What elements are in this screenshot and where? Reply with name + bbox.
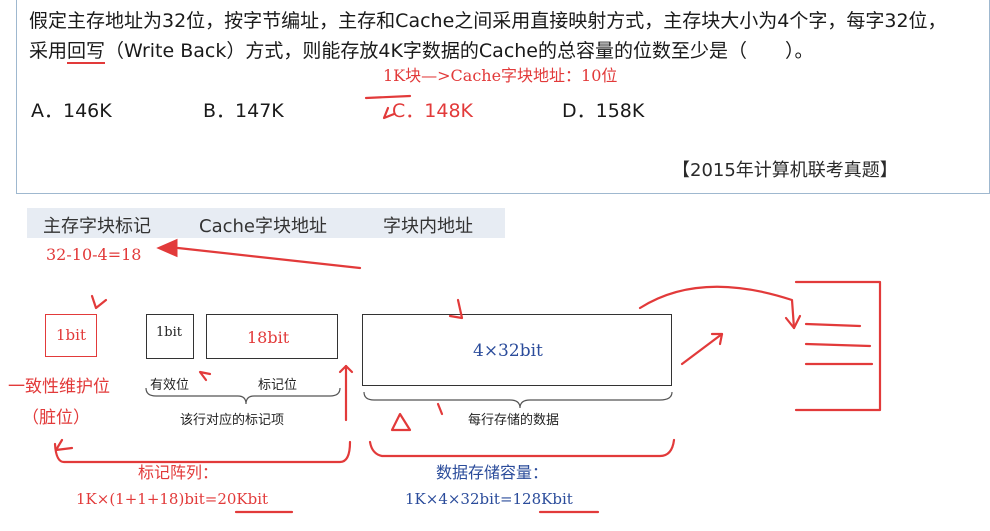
valid-bit-label: 有效位 bbox=[150, 378, 190, 393]
curve-to-array bbox=[638, 285, 796, 330]
separator-arrow bbox=[338, 364, 354, 374]
data-box-check bbox=[448, 298, 464, 320]
valid-bit-value: 1bit bbox=[156, 325, 182, 340]
data-capacity-brace bbox=[368, 438, 676, 458]
option-d[interactable]: D．158K bbox=[562, 100, 645, 122]
data-arrowhead bbox=[710, 332, 724, 346]
data-capacity-formula: 1K×4×32bit=128Kbit bbox=[405, 490, 573, 508]
hint-annotation: 1K块—>Cache字块地址：10位 bbox=[383, 66, 618, 85]
arrow-head bbox=[156, 238, 178, 258]
dirty-triangle-mark bbox=[54, 438, 74, 452]
question-line2-prefix: 采用 bbox=[29, 40, 68, 62]
question-text-line2: 采用回写（Write Back）方式，则能存放4K字数据的Cache的总容量的位… bbox=[29, 36, 814, 64]
dirty-bit-check bbox=[90, 294, 108, 310]
data-to-array-arrow bbox=[680, 332, 724, 366]
question-text-line1: 假定主存地址为32位，按字节编址，主存和Cache之间采用直接映射方式，主存块大… bbox=[29, 10, 947, 32]
data-row-label: 每行存储的数据 bbox=[468, 413, 560, 428]
curve-arrowhead bbox=[784, 314, 802, 330]
dirty-bit-value: 1bit bbox=[56, 326, 86, 344]
question-card: 假定主存地址为32位，按字节编址，主存和Cache之间采用直接映射方式，主存块大… bbox=[16, 0, 990, 194]
field-offset-in-block: 字块内地址 bbox=[383, 216, 473, 237]
tag-bits-box: 18bit bbox=[206, 314, 338, 359]
valid-bit-box: 1bit bbox=[146, 314, 194, 359]
valid-bit-tick bbox=[198, 370, 212, 382]
tag-bits-value: 18bit bbox=[247, 328, 290, 347]
data-row-brace bbox=[363, 391, 673, 409]
tag-entry-brace bbox=[145, 387, 341, 405]
tag-array-title: 标记阵列： bbox=[138, 463, 219, 482]
dirty-bit-box: 1bit bbox=[45, 314, 97, 357]
tag-array-formula: 1K×(1+1+18)bit=20Kbit bbox=[76, 490, 269, 508]
data-capacity-title: 数据存储容量： bbox=[436, 463, 549, 482]
option-b[interactable]: B．147K bbox=[203, 100, 284, 122]
field-cache-block-address: Cache字块地址 bbox=[199, 216, 327, 237]
option-c[interactable]: C．148K bbox=[392, 100, 473, 122]
data-bits-value: 4×32bit bbox=[473, 341, 543, 361]
data-triangle-mark bbox=[390, 412, 412, 432]
field-block-tag: 主存字块标记 bbox=[43, 216, 151, 237]
array-sketch-box bbox=[794, 280, 882, 412]
address-format-bar: 主存字块标记 Cache字块地址 字块内地址 bbox=[27, 208, 505, 238]
dirty-bit-label-paren: （脏位） bbox=[22, 408, 90, 428]
question-line2-suffix: （Write Back）方式，则能存放4K字数据的Cache的总容量的位数至少是… bbox=[105, 40, 814, 62]
question-source: 【2015年计算机联考真题】 bbox=[672, 160, 898, 181]
data-block-box: 4×32bit bbox=[362, 314, 672, 386]
option-c-mark bbox=[382, 106, 396, 120]
dirty-bit-label: 一致性维护位 bbox=[8, 377, 110, 397]
data-tick-mark bbox=[436, 402, 444, 416]
tag-array-brace bbox=[53, 440, 352, 464]
tag-entry-label: 该行对应的标记项 bbox=[180, 413, 285, 428]
hint-underline-stroke bbox=[364, 94, 412, 100]
array-sketch-rows bbox=[804, 322, 874, 366]
option-a[interactable]: A．146K bbox=[31, 100, 112, 122]
tag-bits-calc: 32-10-4=18 bbox=[46, 245, 142, 264]
arrow-shaft bbox=[176, 246, 362, 270]
question-line2-underlined: 回写 bbox=[67, 40, 106, 64]
tag-bit-label: 标记位 bbox=[258, 378, 298, 393]
